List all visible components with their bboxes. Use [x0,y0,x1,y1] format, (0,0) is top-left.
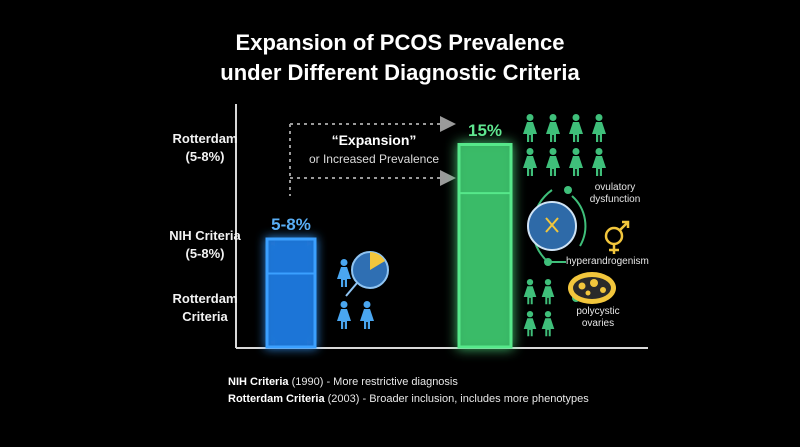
person-icon [569,148,583,176]
legend-nih-desc: (1990) - More restrictive diagnosis [288,376,458,388]
value-label-nih: 5-8% [271,215,311,234]
gender-symbol-icon [604,220,630,254]
ylabel-rotterdam-top: Rotterdam (5-8%) [145,130,265,166]
ylabel-nih-line1: NIH Criteria [169,228,241,243]
expansion-label: “Expansion” [331,132,417,148]
chart-title: Expansion of PCOS Prevalence under Diffe… [0,28,800,88]
bar-rotterdam [457,143,513,349]
pie-chart-icon [345,251,389,297]
person-icon [360,301,374,329]
ylabel-rotterdam-bottom-line2: Criteria [182,309,228,324]
annotation-polycystic-line1: polycystic [576,306,620,317]
person-icon [541,311,555,337]
annotation-ovulatory-line1: ovulatory [594,182,636,193]
annotation-ovulatory-line2: dysfunction [589,194,641,205]
phenotype-diagram [527,186,630,304]
person-icon [523,279,537,305]
legend-rotterdam-desc: (2003) - Broader inclusion, includes mor… [324,393,589,405]
ovary-icon [568,272,616,304]
person-icon [523,114,537,142]
ylabel-nih-line2: (5-8%) [185,246,225,261]
person-icon [592,114,606,142]
annotation-polycystic: polycystic ovaries [566,306,630,330]
legend-nih-name: NIH Criteria [228,376,289,388]
title-line-2: under Different Diagnostic Criteria [220,60,580,85]
person-icon [546,148,560,176]
annotation-polycystic-line2: ovaries [581,318,615,329]
person-icon [523,148,537,176]
person-icon [546,114,560,142]
annotation-ovulatory: ovulatory dysfunction [575,182,655,206]
expansion-sublabel: or Increased Prevalence [308,152,440,166]
ylabel-nih: NIH Criteria (5-8%) [145,227,265,263]
ylabel-rotterdam-top-line2: (5-8%) [185,149,225,164]
ylabel-rotterdam-top-line1: Rotterdam [172,131,238,146]
nih-people-group [337,259,374,329]
person-icon [569,114,583,142]
legend-rotterdam-name: Rotterdam Criteria [228,393,325,405]
annotation-hyperandrogenism: hyperandrogenism [566,256,649,267]
legend-nih: NIH Criteria (1990) - More restrictive d… [228,376,458,388]
person-icon [592,148,606,176]
legend-rotterdam: Rotterdam Criteria (2003) - Broader incl… [228,393,589,405]
value-label-rotterdam: 15% [467,120,503,140]
person-icon [541,279,555,305]
person-icon [523,311,537,337]
person-icon [337,301,351,329]
title-line-1: Expansion of PCOS Prevalence [235,30,565,55]
ylabel-rotterdam-bottom-line1: Rotterdam [172,291,238,306]
person-icon [337,259,351,287]
rotterdam-people-group [523,114,606,337]
bar-nih [265,237,317,349]
ylabel-rotterdam-bottom: Rotterdam Criteria [145,290,265,326]
